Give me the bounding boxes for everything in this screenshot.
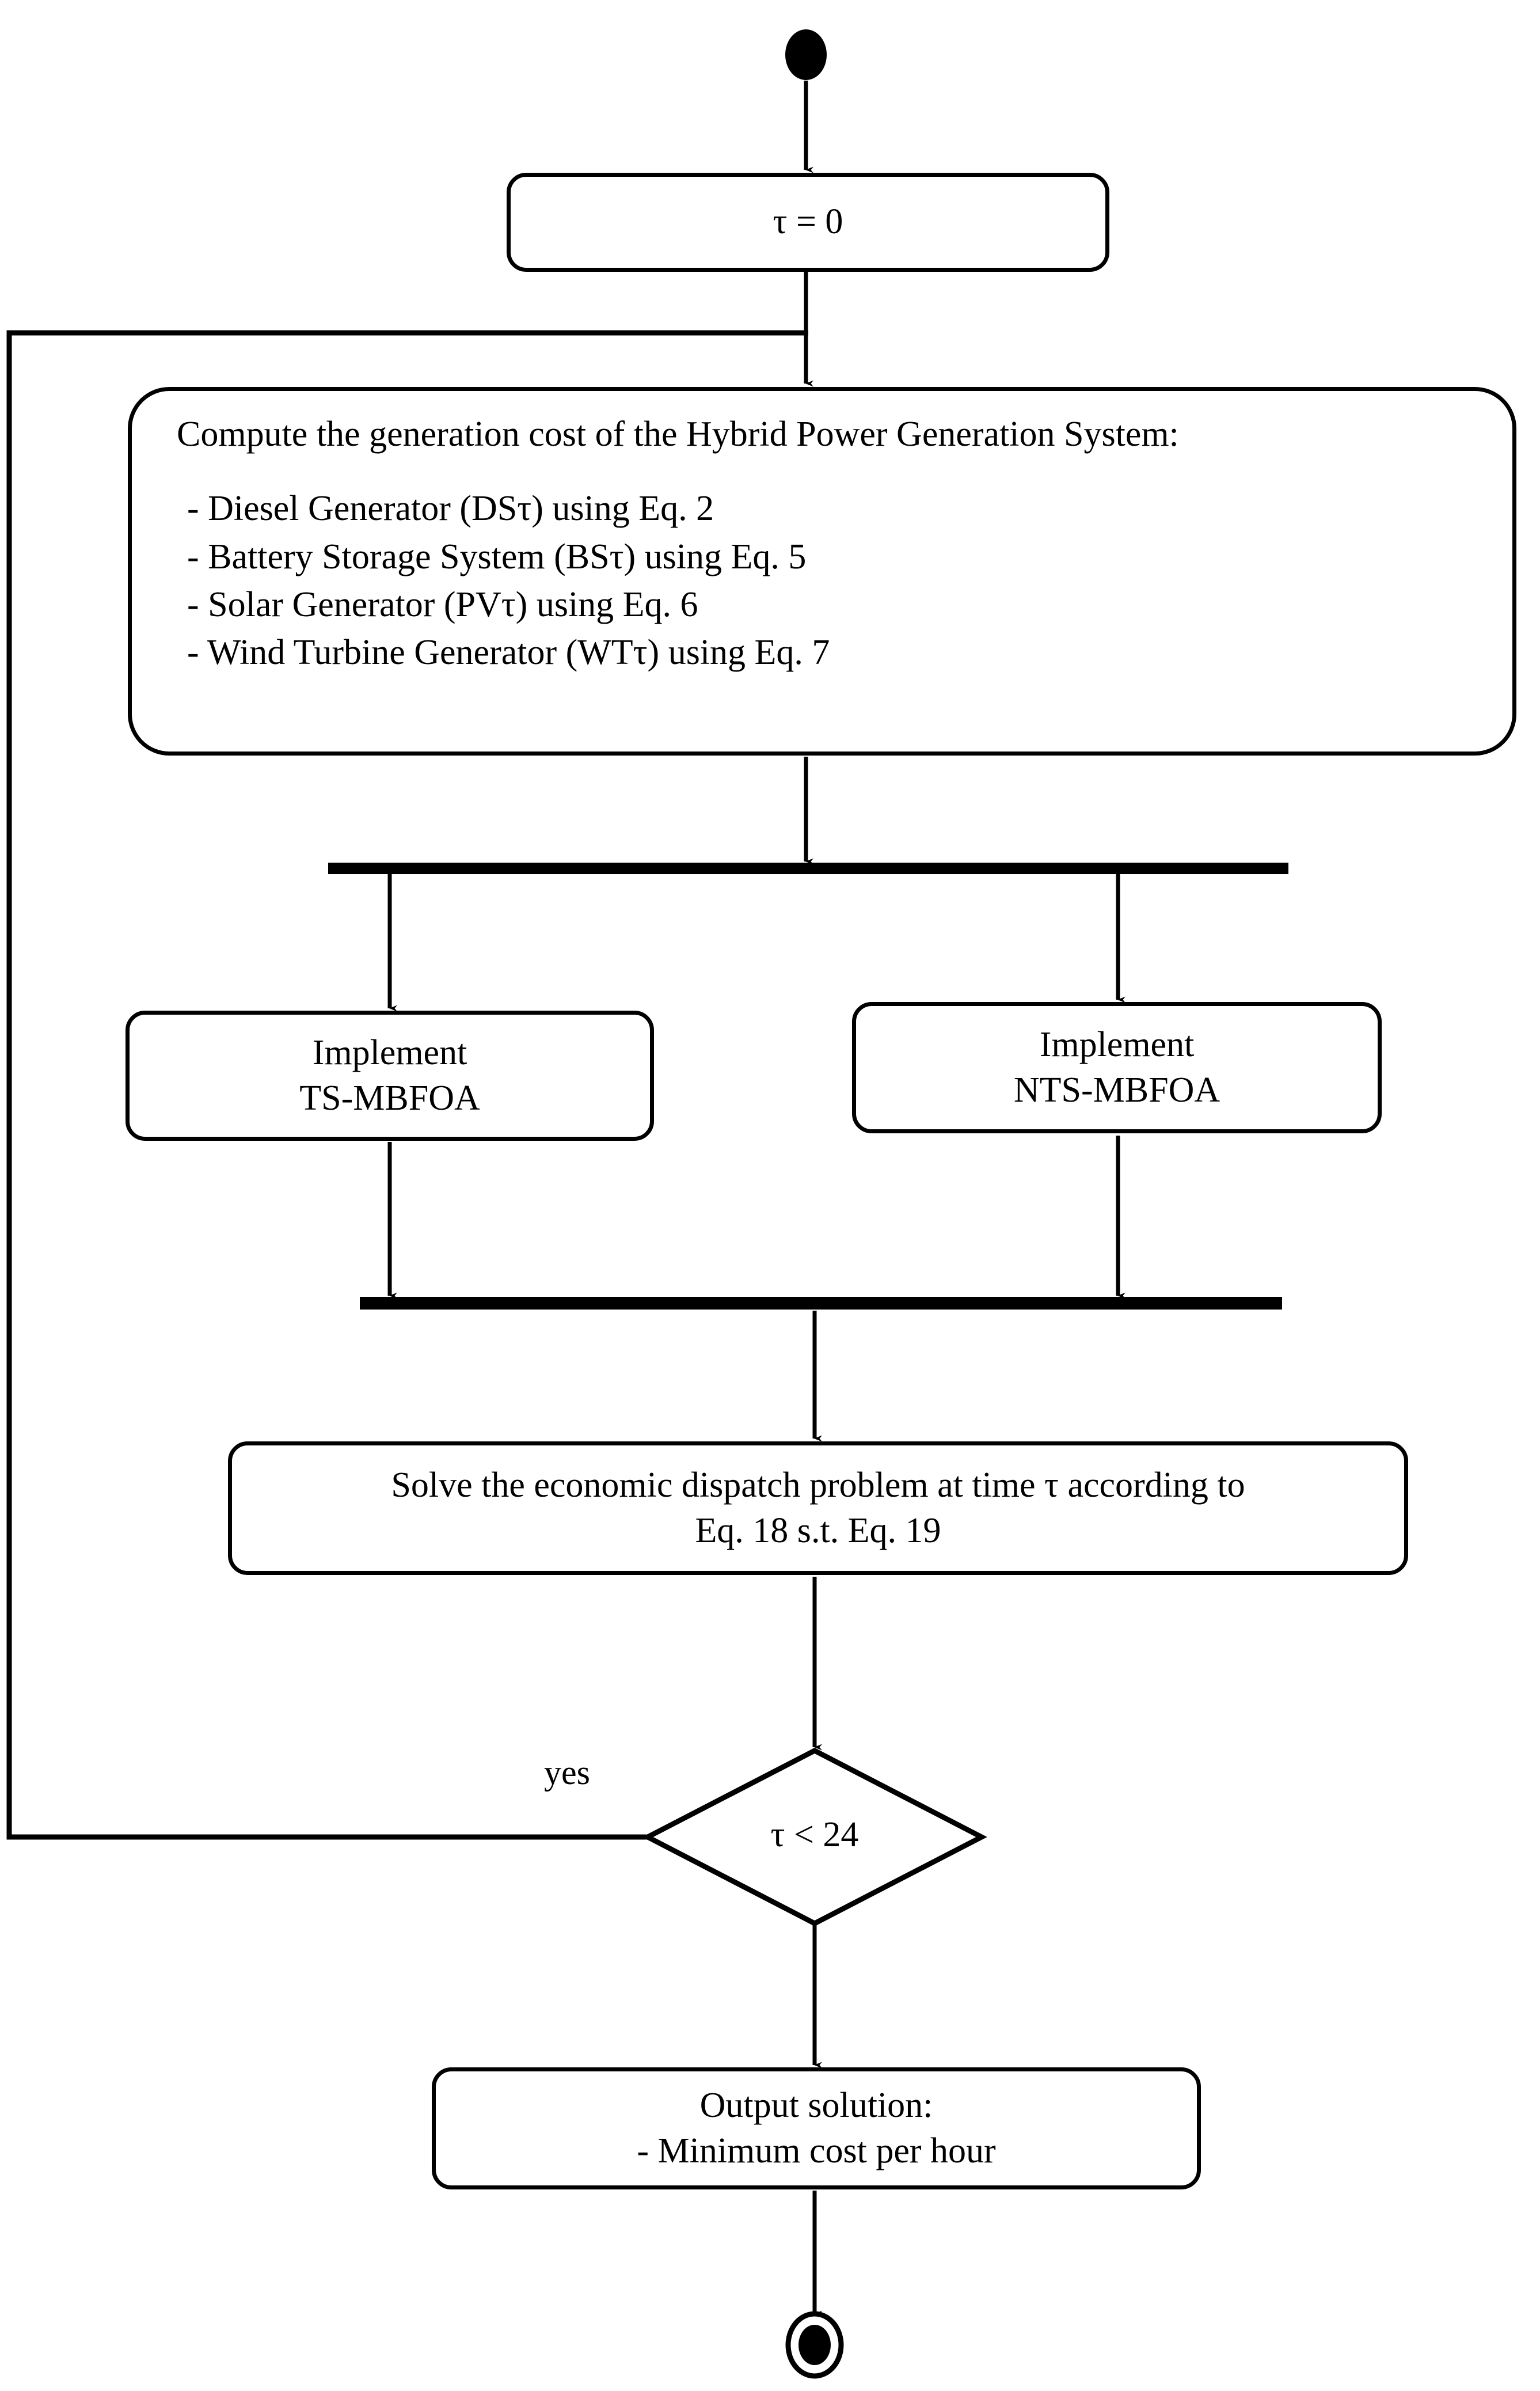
output-node-line2: - Minimum cost per hour: [637, 2131, 996, 2170]
join-bar: [360, 1297, 1282, 1310]
ts-node-line2: TS-MBFOA: [299, 1079, 480, 1118]
compute-bullet-battery: - Battery Storage System (BSτ) using Eq.…: [187, 537, 807, 576]
compute-bullet-list: - Diesel Generator (DSτ) using Eq. 2 - B…: [177, 486, 830, 678]
fork-bar: [328, 863, 1288, 874]
compute-heading: Compute the generation cost of the Hybri…: [177, 415, 1179, 454]
start-node: [785, 29, 827, 80]
compute-bullet-diesel: - Diesel Generator (DSτ) using Eq. 2: [187, 489, 714, 529]
solve-node-line1: Solve the economic dispatch problem at t…: [391, 1465, 1245, 1505]
action-node-implement-ts-mbfoa[interactable]: Implement TS-MBFOA: [126, 1011, 654, 1141]
action-node-output-solution[interactable]: Output solution: - Minimum cost per hour: [432, 2067, 1201, 2189]
action-node-init-tau[interactable]: τ = 0: [507, 173, 1109, 272]
action-node-implement-nts-mbfoa[interactable]: Implement NTS-MBFOA: [852, 1002, 1382, 1133]
nts-node-line1: Implement: [1039, 1024, 1195, 1064]
output-node-line1: Output solution:: [699, 2085, 933, 2125]
nts-node-line2: NTS-MBFOA: [1013, 1071, 1220, 1110]
end-node-ring: [785, 2311, 844, 2379]
solve-node-line2: Eq. 18 s.t. Eq. 19: [695, 1511, 941, 1550]
action-node-solve-economic-dispatch[interactable]: Solve the economic dispatch problem at t…: [228, 1441, 1408, 1575]
edge-label-yes: yes: [544, 1754, 590, 1792]
compute-bullet-wind: - Wind Turbine Generator (WTτ) using Eq.…: [187, 633, 830, 673]
end-node-core: [798, 2325, 831, 2365]
compute-bullet-solar: - Solar Generator (PVτ) using Eq. 6: [187, 585, 698, 625]
ts-node-line1: Implement: [312, 1033, 467, 1072]
decision-condition-label: τ < 24: [770, 1815, 859, 1854]
action-node-compute-generation-cost[interactable]: Compute the generation cost of the Hybri…: [128, 387, 1516, 756]
action-node-init-label: τ = 0: [773, 202, 843, 242]
